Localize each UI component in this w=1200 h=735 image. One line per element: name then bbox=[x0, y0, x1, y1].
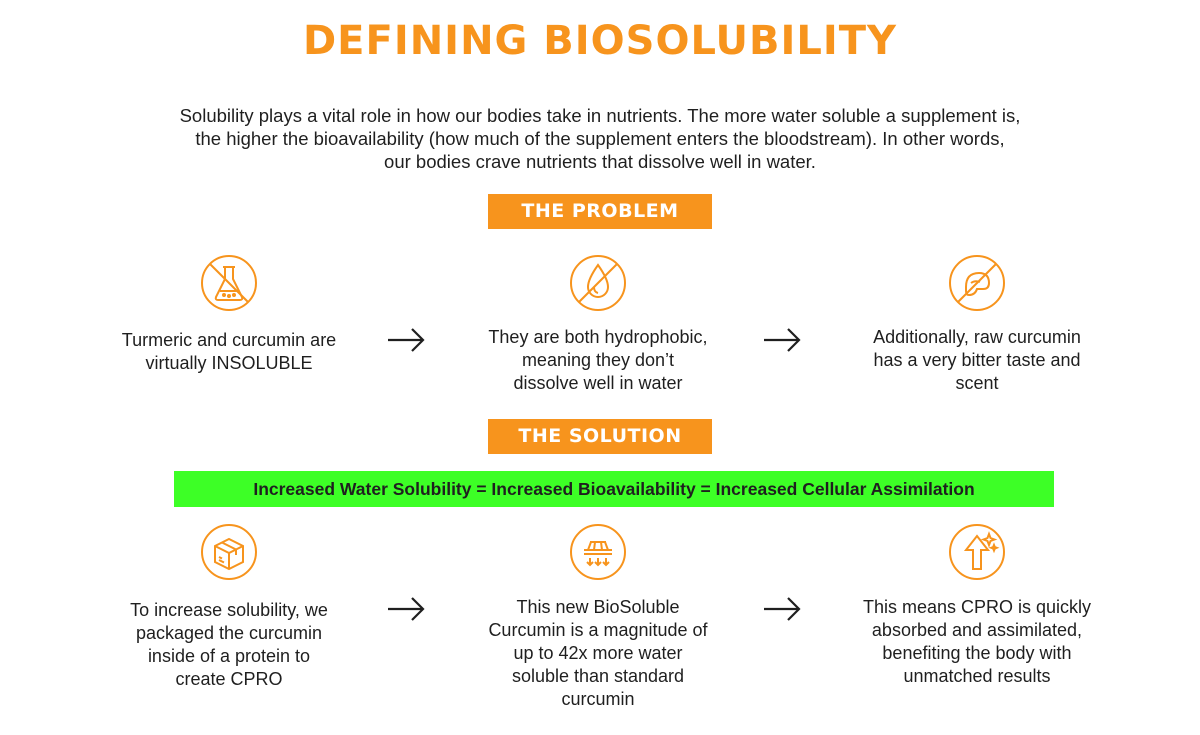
solution-step-1-caption: To increase solubility, we packaged the … bbox=[79, 599, 379, 691]
page-title: DEFINING BIOSOLUBILITY bbox=[302, 18, 898, 64]
caption-line: inside of a protein to bbox=[147, 646, 311, 666]
right-arrow-icon bbox=[386, 596, 426, 622]
no-taste-icon bbox=[947, 253, 1007, 313]
caption-line: up to 42x more water bbox=[513, 643, 683, 663]
solution-step-3-caption: This means CPRO is quickly absorbed and … bbox=[827, 596, 1127, 688]
solution-equation: Increased Water Solubility = Increased B… bbox=[174, 471, 1054, 507]
intro-line: our bodies crave nutrients that dissolve… bbox=[384, 151, 816, 172]
caption-line: has a very bitter taste and bbox=[873, 350, 1081, 370]
caption-line: Turmeric and curcumin are bbox=[121, 330, 337, 350]
caption-line: benefiting the body with bbox=[882, 643, 1072, 663]
caption-line: curcumin bbox=[561, 689, 635, 709]
right-arrow-icon bbox=[762, 327, 802, 353]
problem-step-2-caption: They are both hydrophobic, meaning they … bbox=[446, 326, 750, 395]
caption-line: unmatched results bbox=[903, 666, 1051, 686]
caption-line: This means CPRO is quickly bbox=[862, 597, 1092, 617]
problem-step-3-caption: Additionally, raw curcumin has a very bi… bbox=[827, 326, 1127, 395]
caption-line: dissolve well in water bbox=[513, 373, 683, 393]
intro-line: the higher the bioavailability (how much… bbox=[195, 128, 1005, 149]
solution-banner: THE SOLUTION bbox=[488, 419, 712, 454]
caption-line: This new BioSoluble bbox=[516, 597, 680, 617]
problem-step-1-caption: Turmeric and curcumin are virtually INSO… bbox=[79, 329, 379, 375]
caption-line: soluble than standard bbox=[511, 666, 685, 686]
caption-line: meaning they don’t bbox=[521, 350, 675, 370]
intro-line: Solubility plays a vital role in how our… bbox=[179, 105, 1021, 126]
caption-line: Additionally, raw curcumin bbox=[873, 327, 1081, 347]
caption-line: To increase solubility, we bbox=[130, 600, 328, 620]
caption-line: create CPRO bbox=[175, 669, 283, 689]
caption-line: virtually INSOLUBLE bbox=[145, 353, 313, 373]
problem-banner: THE PROBLEM bbox=[488, 194, 712, 229]
arrow-up-sparkle-icon bbox=[947, 522, 1007, 582]
no-flask-icon bbox=[199, 253, 259, 313]
caption-line: packaged the curcumin bbox=[135, 623, 323, 643]
intro-paragraph: Solubility plays a vital role in how our… bbox=[80, 104, 1120, 173]
no-water-drop-icon bbox=[568, 253, 628, 313]
caption-line: scent bbox=[955, 373, 999, 393]
caption-line: absorbed and assimilated, bbox=[871, 620, 1083, 640]
caption-line: They are both hydrophobic, bbox=[488, 327, 708, 347]
package-box-icon bbox=[199, 522, 259, 582]
right-arrow-icon bbox=[386, 327, 426, 353]
solution-step-2-caption: This new BioSoluble Curcumin is a magnit… bbox=[446, 596, 750, 711]
right-arrow-icon bbox=[762, 596, 802, 622]
caption-line: Curcumin is a magnitude of bbox=[488, 620, 708, 640]
water-dissolve-icon bbox=[568, 522, 628, 582]
